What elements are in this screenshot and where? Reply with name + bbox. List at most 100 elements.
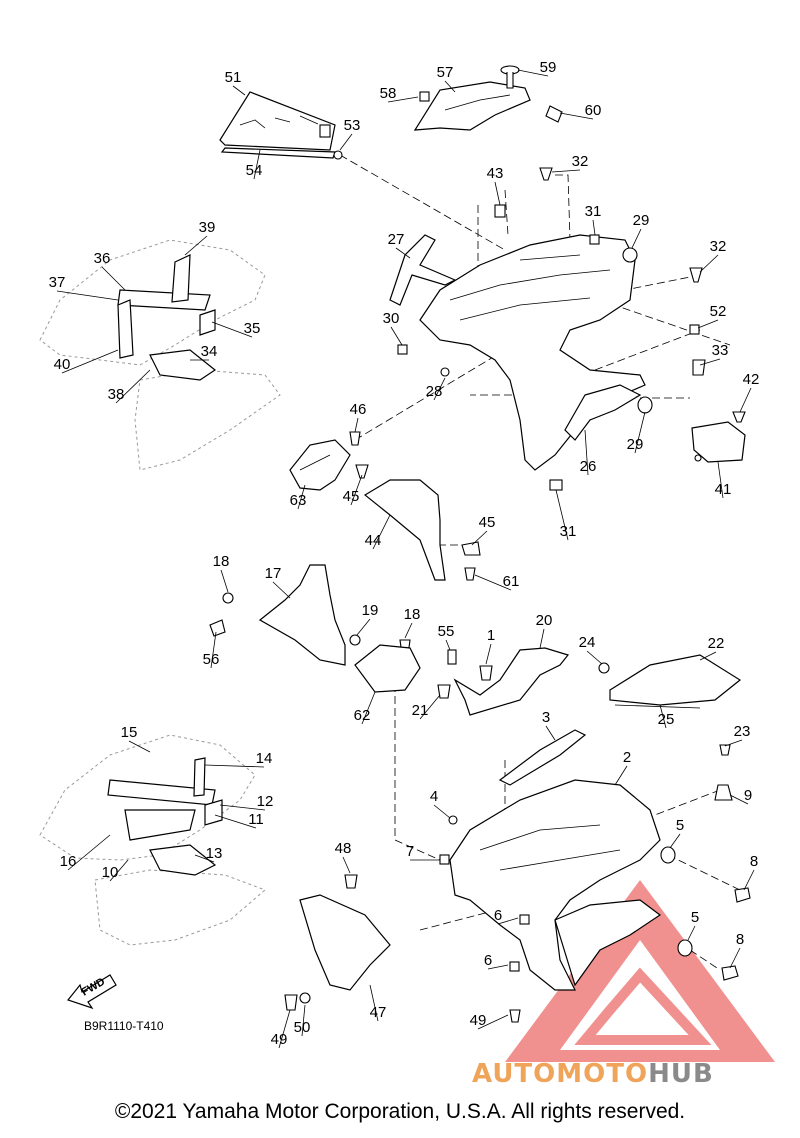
leader-45	[350, 474, 363, 506]
part-3-trim	[498, 729, 587, 786]
callout-42: 42	[743, 371, 760, 388]
leader-6	[487, 964, 509, 970]
callout-49: 49	[271, 1031, 288, 1048]
callout-25: 25	[658, 711, 675, 728]
leader-14	[204, 764, 265, 768]
watermark-text: AUTOMOTOHUB	[472, 1059, 714, 1089]
leader-42	[739, 387, 752, 413]
leader-43	[494, 181, 501, 206]
callout-52: 52	[710, 303, 727, 320]
leader-20	[539, 628, 545, 649]
callout-44: 44	[365, 532, 382, 549]
callout-13: 13	[206, 845, 223, 862]
leader-5	[669, 833, 681, 849]
leader-15	[128, 740, 151, 753]
leader-18	[404, 622, 413, 639]
side-cowl-lower-ghost	[39, 734, 266, 946]
callout-18: 18	[404, 606, 421, 623]
leader-32	[551, 169, 581, 173]
callout-2: 2	[623, 749, 631, 766]
part-41-box	[691, 421, 746, 463]
callout-50: 50	[294, 1019, 311, 1036]
callout-32: 32	[710, 238, 727, 255]
callout-11: 11	[248, 811, 264, 828]
leader-33	[699, 358, 721, 366]
leader-23	[724, 739, 743, 747]
leader-61	[474, 574, 512, 591]
part-57-bracket	[413, 65, 563, 131]
callout-6: 6	[484, 952, 492, 969]
leader-24	[586, 650, 603, 665]
automotohub-watermark	[505, 880, 775, 1062]
callout-29: 29	[633, 212, 650, 229]
callout-17: 17	[265, 565, 282, 582]
callout-56: 56	[203, 651, 220, 668]
callout-57: 57	[437, 64, 454, 81]
leader-49	[278, 1009, 291, 1049]
callout-7: 7	[406, 843, 414, 860]
leader-26	[584, 429, 589, 476]
leader-25	[659, 704, 667, 729]
fwd-arrow-icon: FWD	[66, 974, 117, 1010]
leader-38	[115, 369, 151, 404]
callout-45: 45	[479, 514, 496, 531]
callout-39: 39	[199, 219, 216, 236]
leader-6	[497, 917, 519, 925]
callout-31: 31	[560, 523, 577, 540]
leader-18	[220, 569, 229, 593]
leader-54	[253, 149, 261, 180]
leader-41	[717, 461, 724, 499]
leader-57	[444, 80, 456, 93]
callout-35: 35	[244, 320, 261, 337]
leader-17	[272, 581, 291, 599]
leader-29	[634, 411, 646, 454]
leader-56	[210, 631, 217, 669]
callout-37: 37	[49, 274, 66, 291]
leader-1	[485, 643, 492, 665]
callout-leaders	[56, 69, 755, 1049]
callout-21: 21	[412, 702, 429, 719]
callout-9: 9	[744, 787, 752, 804]
callout-20: 20	[536, 612, 553, 629]
callout-55: 55	[438, 623, 455, 640]
callout-63: 63	[290, 492, 307, 509]
leader-19	[356, 618, 371, 636]
leader-36	[101, 266, 126, 291]
callout-15: 15	[121, 724, 138, 741]
callout-48: 48	[335, 840, 352, 857]
side-cowl-upper-ghost	[39, 239, 281, 471]
callout-29: 29	[627, 436, 644, 453]
callout-45: 45	[343, 488, 360, 505]
leader-27	[395, 247, 411, 259]
callout-41: 41	[715, 481, 732, 498]
callout-40: 40	[54, 356, 71, 373]
leader-53	[339, 133, 353, 151]
callout-8: 8	[750, 853, 758, 870]
callout-12: 12	[257, 793, 274, 810]
callout-33: 33	[712, 342, 729, 359]
leader-9	[729, 794, 749, 805]
callout-27: 27	[388, 231, 405, 248]
watermark-triangle	[505, 880, 775, 1062]
leader-8	[743, 869, 755, 891]
part-22-duct	[598, 654, 742, 709]
part-44-inner-panel	[363, 479, 481, 581]
callout-47: 47	[370, 1004, 387, 1021]
callout-31: 31	[585, 203, 602, 220]
leader-59	[517, 69, 549, 77]
callout-61: 61	[503, 573, 520, 590]
leader-37	[56, 290, 119, 301]
leader-40	[61, 349, 119, 374]
leader-60	[559, 112, 594, 120]
callout-49: 49	[470, 1012, 487, 1029]
callout-16: 16	[60, 853, 77, 870]
leader-51	[232, 85, 246, 96]
callout-62: 62	[354, 707, 371, 724]
callout-28: 28	[426, 383, 443, 400]
leader-31	[592, 219, 596, 236]
leader-55	[445, 639, 451, 651]
part-51-panel	[219, 91, 343, 160]
leader-62	[361, 691, 376, 725]
leader-16	[67, 834, 111, 871]
